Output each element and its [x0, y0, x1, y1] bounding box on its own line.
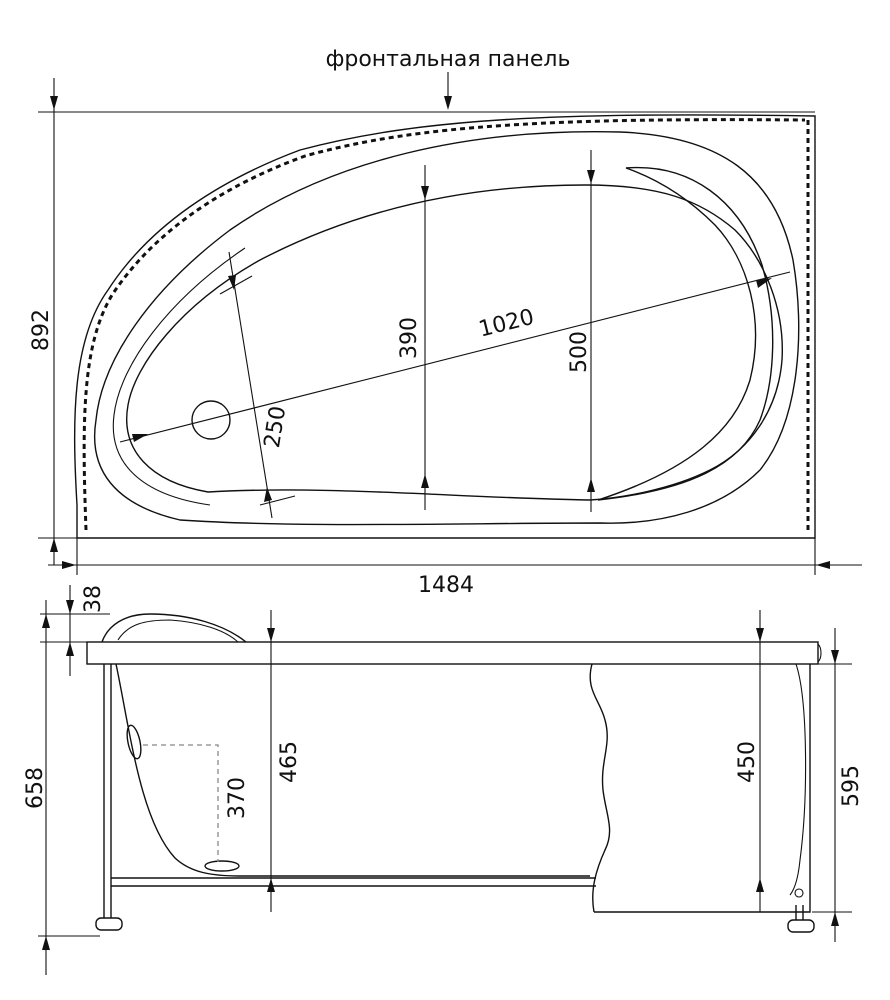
panel-hole — [794, 888, 804, 898]
drain-hole — [191, 400, 231, 440]
top-view: фронтальная панель 892 1484 — [29, 47, 862, 598]
right-foot — [787, 919, 815, 933]
dim-892-arrow-bottom — [50, 538, 58, 552]
dim-370-label: 370 — [225, 777, 250, 819]
dim-465-label: 465 — [277, 741, 302, 783]
tub-inner-rim — [94, 130, 800, 526]
dim-390-arrow-top — [421, 186, 429, 200]
dim-390-arrow-bottom — [421, 474, 429, 488]
dim-500-arrow-bottom — [587, 478, 595, 492]
dim-595-label: 595 — [839, 765, 864, 807]
dim-38-arrow-bottom — [66, 642, 74, 656]
front-panel-dashed — [82, 118, 810, 531]
dim-1020-arrow-right — [756, 278, 772, 288]
tub-body-profile — [115, 663, 590, 877]
dim-1484-label: 1484 — [418, 573, 474, 598]
dim-892-label: 892 — [29, 309, 54, 351]
dim-500-label: 500 — [567, 331, 592, 373]
tub-inner-offset — [112, 247, 246, 506]
dim-1020-arrow-left — [132, 434, 148, 442]
dim-370-line — [143, 744, 219, 862]
front-panel-arrow — [444, 96, 452, 110]
dim-658-arrow-top — [42, 614, 50, 628]
dim-450-arrow-top — [756, 628, 764, 642]
side-view: 370 38 658 465 450 595 — [23, 585, 864, 975]
dim-1484-arrow-right — [816, 561, 830, 569]
dim-465-arrow-bottom — [267, 878, 275, 892]
dim-595-arrow-top — [831, 650, 839, 664]
tub-outer-rim — [73, 114, 816, 539]
dim-250-line — [228, 251, 273, 519]
dim-250-arrow-bottom — [264, 487, 272, 502]
armrest-curve — [597, 166, 774, 501]
dim-38-arrow-top — [66, 600, 74, 614]
dim-892-arrow-top — [50, 96, 58, 110]
dim-250-ext-top — [219, 275, 253, 295]
front-panel-cut — [589, 663, 611, 913]
front-panel-shell — [594, 664, 811, 913]
dim-1484-arrow-left — [62, 561, 76, 569]
dim-390-label: 390 — [397, 317, 422, 359]
left-foot — [95, 917, 123, 931]
dim-595-arrow-bottom — [831, 912, 839, 926]
headrest — [101, 613, 247, 643]
front-panel-inner — [789, 663, 807, 896]
dim-250-ext-bottom — [259, 495, 296, 506]
dim-465-arrow-top — [267, 628, 275, 642]
dim-500-arrow-top — [587, 170, 595, 184]
dim-250-label: 250 — [260, 404, 291, 449]
side-drain — [204, 860, 240, 872]
overflow-hole — [126, 724, 142, 760]
tub-inner-bowl — [126, 184, 783, 501]
dim-658-arrow-bottom — [42, 936, 50, 950]
dim-1020-line — [119, 271, 791, 443]
front-panel-label: фронтальная панель — [326, 47, 571, 72]
dim-1020-label: 1020 — [476, 305, 536, 343]
dim-450-label: 450 — [735, 741, 760, 783]
dim-38-label: 38 — [81, 585, 106, 613]
tub-rim — [86, 641, 819, 665]
dim-658-label: 658 — [23, 767, 48, 809]
dim-450-arrow-bottom — [756, 878, 764, 892]
headrest-inner — [117, 619, 239, 643]
rim-end-curve — [817, 643, 822, 663]
